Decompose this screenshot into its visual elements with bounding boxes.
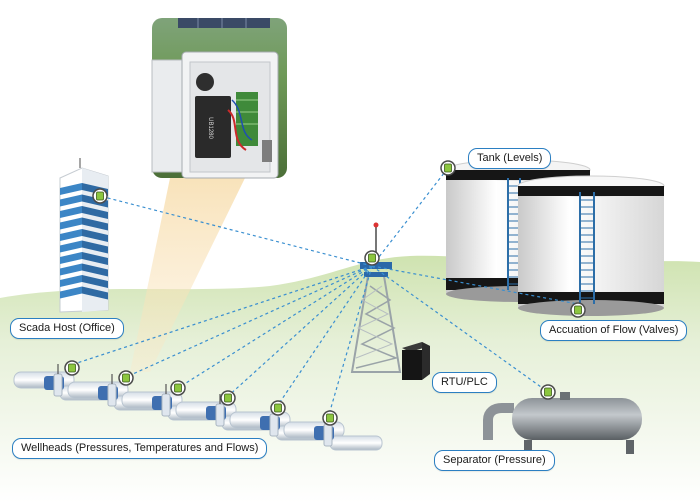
wireless-sensor-icon <box>64 360 80 376</box>
label-wellheads: Wellheads (Pressures, Temperatures and F… <box>12 438 268 459</box>
radio-tower <box>350 222 402 373</box>
label-scada-host: Scada Host (Office) <box>10 318 124 339</box>
wireless-sensor-icon <box>570 302 586 318</box>
label-rtu-plc: RTU/PLC <box>432 372 497 393</box>
wireless-sensor-icon <box>322 410 338 426</box>
wireless-links <box>67 167 579 419</box>
wireless-sensor-icon <box>118 370 134 386</box>
wireless-sensor-icon <box>440 160 456 176</box>
label-tank-levels: Tank (Levels) <box>468 148 552 169</box>
rtu-enclosure-photo: UB1280 <box>151 18 287 179</box>
wireless-sensor-icon <box>270 400 286 416</box>
battery-label: UB1280 <box>207 117 213 139</box>
antenna-icon <box>364 250 380 266</box>
wireless-sensor-icon <box>170 380 186 396</box>
wireless-sensor-icon <box>220 390 236 406</box>
label-valves: Accuation of Flow (Valves) <box>540 320 688 341</box>
storage-tanks <box>445 159 665 316</box>
wellhead-pipes <box>13 364 383 451</box>
rtu-plc-unit <box>402 342 430 380</box>
office-building <box>59 158 109 313</box>
label-separator: Separator (Pressure) <box>434 450 555 471</box>
wireless-sensor-icon <box>92 188 108 204</box>
separator-vessel <box>483 392 642 454</box>
wireless-sensors <box>64 160 586 426</box>
zoom-beam <box>130 178 245 372</box>
wireless-sensor-icon <box>540 384 556 400</box>
